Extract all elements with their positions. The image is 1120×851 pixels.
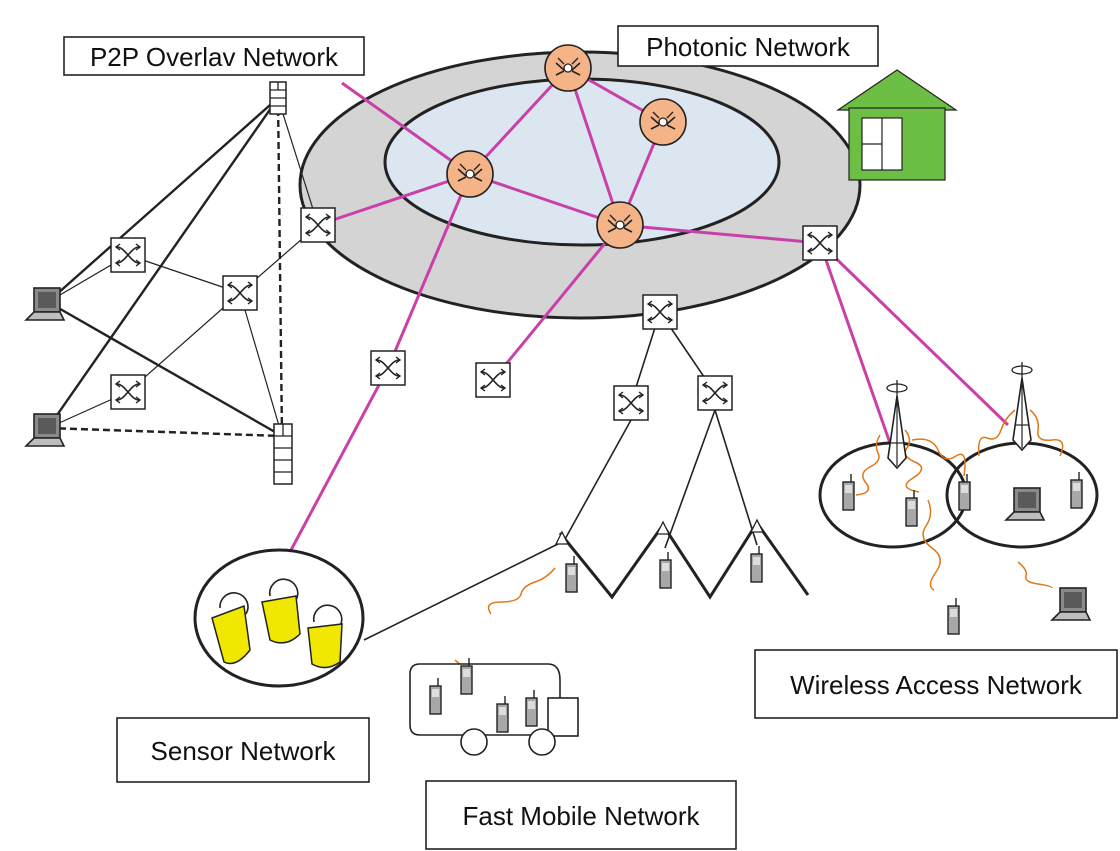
laptop-icon [25, 413, 65, 447]
p2p-overlay-label: P2P Overlav Network [63, 36, 365, 76]
server-icon [269, 81, 287, 115]
laptop-icon [1051, 587, 1091, 621]
switch-icon [222, 275, 258, 311]
svg-text:Wireless Access Network: Wireless Access Network [790, 670, 1083, 700]
photonic-network-label: Photonic Network [617, 25, 879, 67]
mobile-zigzag-track [558, 520, 810, 600]
core-router-icon [544, 44, 592, 92]
switch-icon [110, 374, 146, 410]
switch-icon [370, 350, 406, 386]
antenna-tower-icon [886, 379, 908, 469]
switch-icon [475, 362, 511, 398]
mobile-terminal-icon [905, 489, 918, 527]
core-router-icon [596, 201, 644, 249]
antenna-tower-icon [554, 518, 765, 545]
sensor-network-label: Sensor Network [116, 717, 370, 783]
sensor-node-icon [211, 592, 251, 665]
antenna-tower-icon [1011, 361, 1033, 451]
photonic-core-area [383, 77, 781, 247]
switch-icon [300, 207, 336, 243]
mobile-terminal-icon [958, 473, 971, 511]
svg-text:Fast Mobile Network: Fast Mobile Network [463, 801, 701, 831]
mobile-terminal-icon [1070, 471, 1083, 509]
svg-text:Photonic Network: Photonic Network [646, 32, 851, 62]
mobile-terminal-icon [750, 545, 763, 583]
core-router-icon [639, 98, 687, 146]
svg-text:P2P Overlav Network: P2P Overlav Network [90, 42, 339, 72]
core-router-icon [446, 150, 494, 198]
switch-icon [642, 294, 678, 330]
svg-text:Sensor Network: Sensor Network [151, 736, 337, 766]
house-icon [836, 69, 958, 181]
server-icon [273, 423, 293, 485]
switch-icon [802, 225, 838, 261]
p2p-overlay-links [47, 97, 284, 438]
switch-icon [613, 385, 649, 421]
photonic-links [288, 66, 1010, 553]
bus-icon [409, 663, 579, 756]
fast-mobile-network-label: Fast Mobile Network [425, 780, 737, 850]
mobile-terminal-icon [947, 597, 960, 635]
switch-icon [697, 375, 733, 411]
mobile-terminal-icon [842, 473, 855, 511]
laptop-icon [25, 287, 65, 321]
sensor-node-icon [261, 578, 301, 644]
laptop-icon [1005, 487, 1045, 521]
wireless-access-network-label: Wireless Access Network [754, 649, 1118, 719]
mobile-terminal-icon [565, 555, 578, 593]
switch-icon [110, 237, 146, 273]
mobile-terminal-icon [659, 551, 672, 589]
mobile-tree-links [363, 311, 758, 641]
sensor-node-icon [307, 604, 343, 669]
